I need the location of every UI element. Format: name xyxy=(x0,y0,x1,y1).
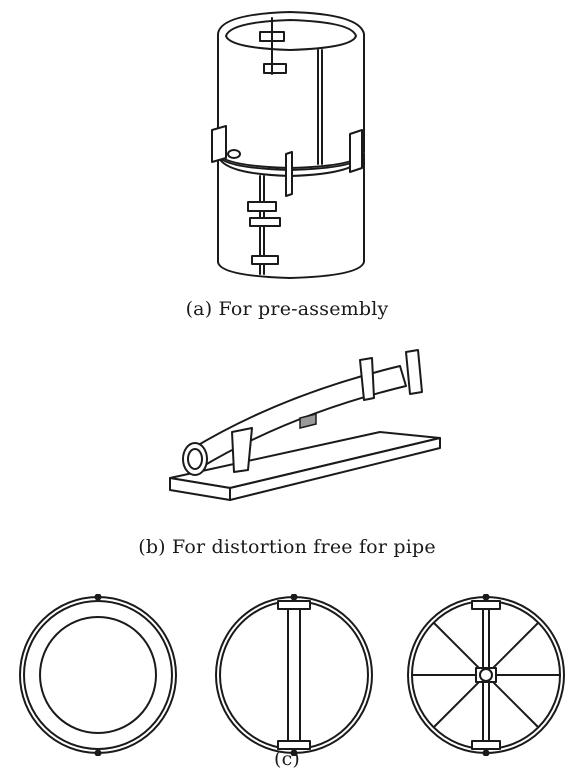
ring-solid-drawing xyxy=(19,594,177,756)
figure-b: (b) For distortion free for pipe xyxy=(0,330,574,580)
caption-c: (c) xyxy=(273,748,301,770)
caption-b: (b) For distortion free for pipe xyxy=(138,536,436,558)
ring-spider-drawing xyxy=(407,594,565,756)
figure-a: (a) For pre-assembly xyxy=(0,0,574,330)
figure-c: (c) xyxy=(0,580,574,773)
pre-assembly-cylinder-drawing xyxy=(211,11,365,279)
ring-strut-drawing xyxy=(215,594,373,756)
caption-a: (a) For pre-assembly xyxy=(185,298,389,320)
pipe-jig-drawing xyxy=(169,349,441,501)
